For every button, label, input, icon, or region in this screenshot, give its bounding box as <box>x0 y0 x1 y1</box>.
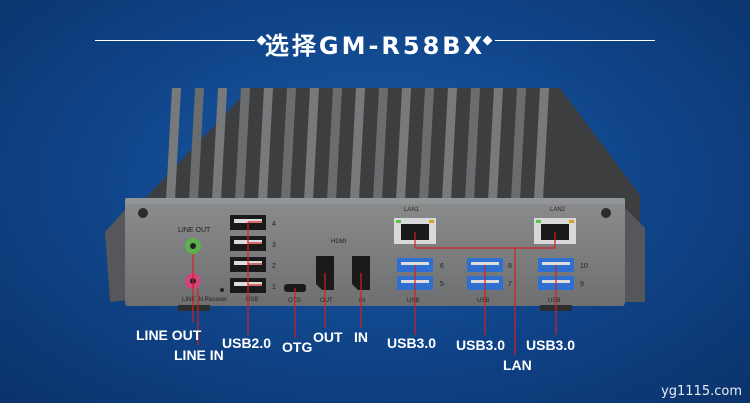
callout-usb30-mid: USB3.0 <box>456 337 506 353</box>
callout-usb30-left: USB3.0 <box>387 335 437 351</box>
callout-otg: OTG <box>282 339 313 355</box>
heatsink-fin <box>488 88 503 200</box>
recover-button[interactable] <box>220 288 224 292</box>
title-left-line <box>95 40 255 41</box>
line-out-panel-label: LINE OUT <box>178 227 211 234</box>
heatsink-fins <box>120 88 640 230</box>
hdmi-in-panel-label: IN <box>359 298 365 304</box>
foot-left <box>178 305 210 311</box>
usb3-mid-panel-label: USB <box>477 298 489 304</box>
usb3-number-9: 9 <box>580 281 584 288</box>
line-out-jack-hole <box>190 243 196 249</box>
usb3-number-5: 5 <box>440 281 444 288</box>
usb3-number-10: 10 <box>580 263 588 270</box>
heatsink-fin <box>465 88 480 200</box>
lan2-panel-label: LAN2 <box>550 207 566 213</box>
hdmi-out-panel-label: OUT <box>320 298 333 304</box>
line-in-recover-panel-label: LINE IN Recover <box>182 297 227 303</box>
side-ribs <box>105 205 645 302</box>
heatsink-fin <box>235 88 250 200</box>
heatsink-fin <box>396 88 411 200</box>
callout-lan: LAN <box>503 357 532 373</box>
usb3-number-7: 7 <box>508 281 512 288</box>
heatsink-fin <box>166 88 181 200</box>
heatsink-fin <box>442 88 457 200</box>
hdmi-panel-label: HDMI <box>331 239 347 245</box>
usb2-number-3: 3 <box>272 242 276 249</box>
callout-in: IN <box>354 329 368 345</box>
usb3-left-panel-label: USB <box>407 298 419 304</box>
title-right-line <box>495 40 655 41</box>
heatsink-fin <box>350 88 365 200</box>
heatsink-fin <box>511 88 526 200</box>
usb2-number-4: 4 <box>272 221 276 228</box>
screw-top-left <box>138 208 148 218</box>
callout-usb20: USB2.0 <box>222 335 272 351</box>
lan1-panel-label: LAN1 <box>404 207 420 213</box>
usb2-number-1: 1 <box>272 284 276 291</box>
watermark: yg1115.com <box>661 384 742 399</box>
heatsink-fin <box>534 88 549 200</box>
title-banner: 选择GM-R58BX <box>0 22 750 60</box>
callout-line-in: LINE IN <box>174 347 224 363</box>
heatsink-fin <box>327 88 342 200</box>
heatsink-fin <box>281 88 296 200</box>
heatsink-fin <box>304 88 319 200</box>
usb2-panel-label: USB <box>246 297 258 303</box>
callout-line-out: LINE OUT <box>136 327 202 343</box>
usb2-number-2: 2 <box>272 263 276 270</box>
usb3-number-6: 6 <box>440 263 444 270</box>
callout-out: OUT <box>313 329 343 345</box>
callout-lines <box>192 221 557 355</box>
front-panel-highlight <box>125 198 625 204</box>
usb3-number-8: 8 <box>508 263 512 270</box>
heatsink-fin <box>419 88 434 200</box>
callout-usb30-right: USB3.0 <box>526 337 576 353</box>
heatsink-fin <box>189 88 204 200</box>
heatsink-fin <box>373 88 388 200</box>
usb3-right-panel-label: USB <box>548 298 560 304</box>
heatsink-fin <box>212 88 227 200</box>
screw-top-right <box>601 208 611 218</box>
page-title: 选择GM-R58BX <box>264 32 486 60</box>
heatsink-fin <box>258 88 273 200</box>
